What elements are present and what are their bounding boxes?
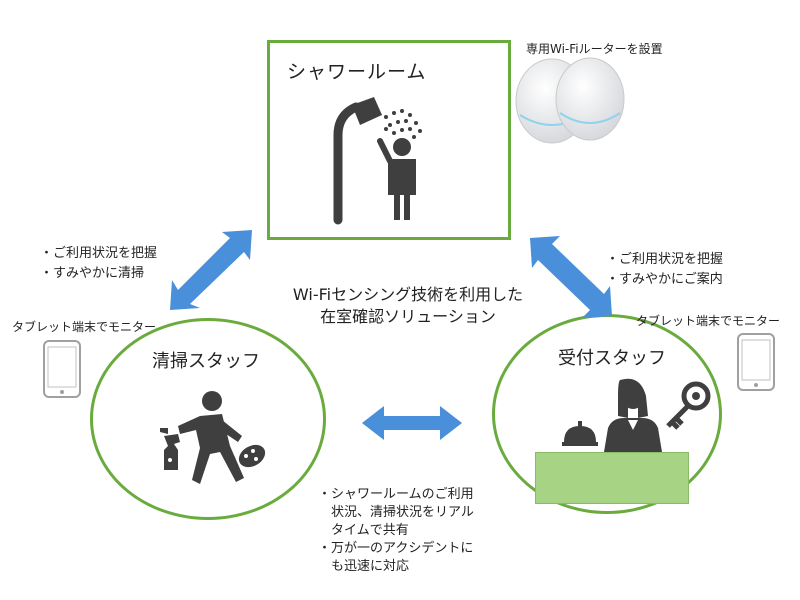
reception-notes: ・ご利用状況を把握 ・すみやかにご案内 [606,250,723,290]
cleaning-notes: ・ご利用状況を把握 ・すみやかに清掃 [40,244,157,284]
shared-note-line4: ・万が一のアクシデントに [318,540,474,558]
shared-note-line3: タイムで共有 [318,522,474,540]
center-caption-line1: Wi-Fiセンシング技術を利用した [258,284,558,306]
center-caption: Wi-Fiセンシング技術を利用した 在室確認ソリューション [258,284,558,328]
reception-note-2: ・すみやかにご案内 [606,270,723,290]
shared-notes: ・シャワールームのご利用 状況、清掃状況をリアル タイムで共有 ・万が一のアクシ… [318,486,474,576]
shared-note-line5: も迅速に対応 [318,558,474,576]
cleaning-note-1: ・ご利用状況を把握 [40,244,157,264]
cleaning-note-2: ・すみやかに清掃 [40,264,157,284]
reception-note-1: ・ご利用状況を把握 [606,250,723,270]
shared-note-line2: 状況、清掃状況をリアル [318,504,474,522]
center-caption-line2: 在室確認ソリューション [258,306,558,328]
shared-note-line1: ・シャワールームのご利用 [318,486,474,504]
